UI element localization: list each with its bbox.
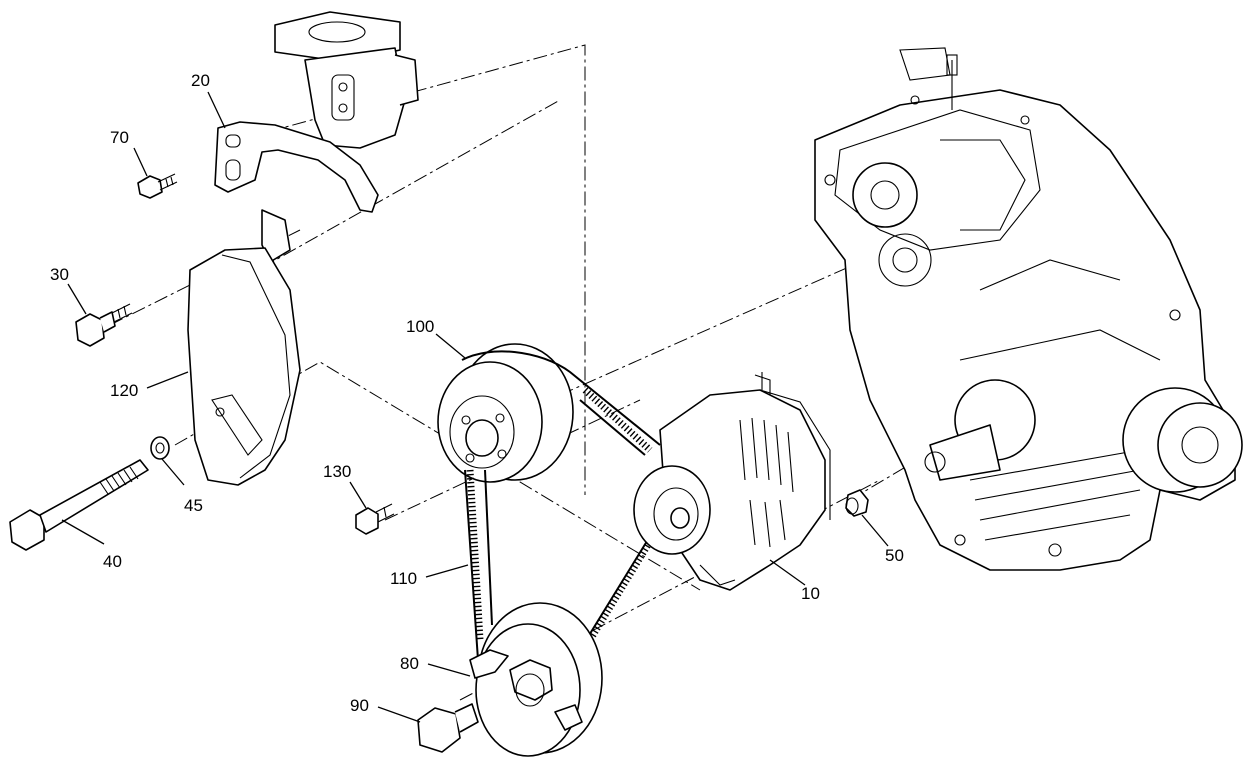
- callout-80: 80: [400, 654, 419, 673]
- alternator-part-10: [633, 372, 831, 591]
- callout-30: 30: [50, 265, 69, 284]
- washer-part-45: [150, 436, 170, 460]
- callout-45: 45: [184, 496, 203, 515]
- bolt-part-70: [137, 173, 178, 199]
- bolt-part-30: [75, 303, 133, 347]
- callout-120: 120: [110, 381, 138, 400]
- callout-70: 70: [110, 128, 129, 147]
- callout-20: 20: [191, 71, 210, 90]
- pump-pulley-part-100: [437, 343, 574, 483]
- callout-90: 90: [350, 696, 369, 715]
- crank-pulley-part-80: [469, 602, 603, 757]
- part-callouts: 20 70 30 120 45 40 130 100 110 80 90 10 …: [50, 71, 904, 715]
- crank-bolt-part-90: [417, 703, 479, 753]
- callout-130: 130: [323, 462, 351, 481]
- leader-lines: [61, 91, 889, 723]
- stud-part-50: [845, 489, 869, 517]
- bolt-part-130: [355, 503, 395, 535]
- adjust-bracket-part-20: [214, 121, 379, 213]
- callout-40: 40: [103, 552, 122, 571]
- belt-cover-part-120: [187, 209, 301, 486]
- thermostat-housing: [274, 11, 419, 149]
- callout-110: 110: [390, 569, 417, 588]
- engine-block: [814, 47, 1243, 571]
- callout-10: 10: [801, 584, 820, 603]
- callout-100: 100: [406, 317, 434, 336]
- long-bolt-part-40: [9, 459, 149, 551]
- callout-50: 50: [885, 546, 904, 565]
